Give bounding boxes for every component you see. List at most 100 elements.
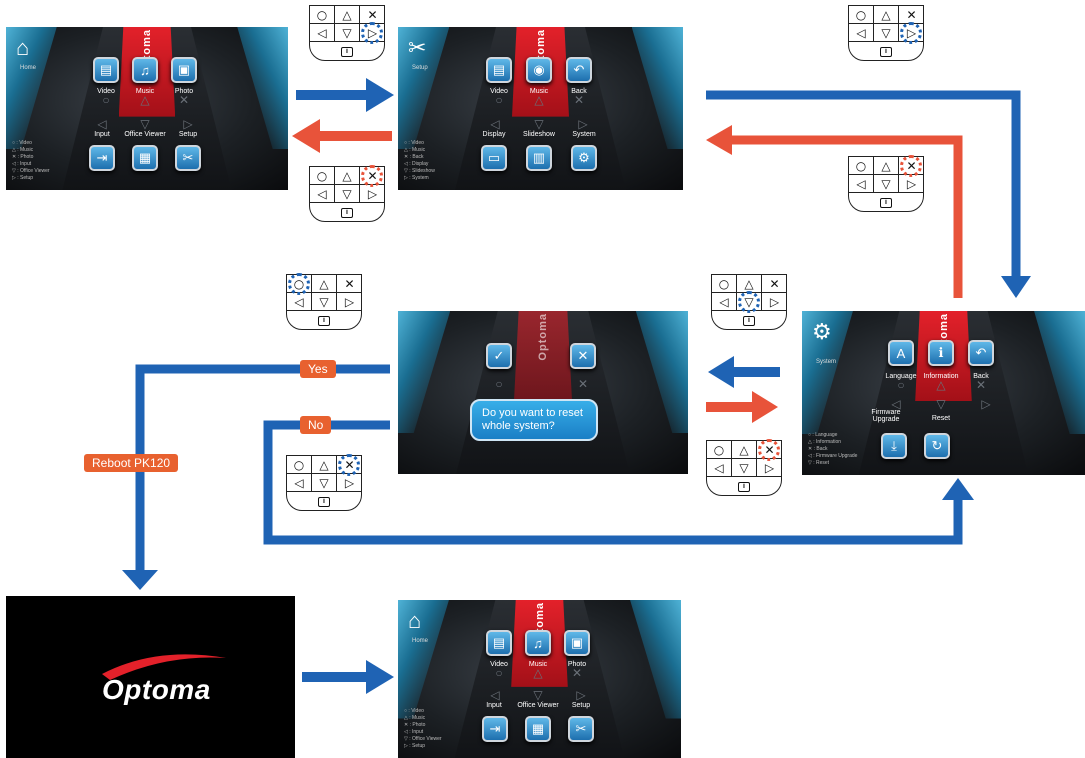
- arrow-dialog-to-system: [706, 391, 778, 423]
- keypad-yes: ○△✕ ◁▽▷ i: [286, 273, 362, 330]
- music-button[interactable]: ♫: [132, 57, 158, 83]
- display-button[interactable]: ▭: [481, 145, 507, 171]
- label-office-viewer: Office Viewer: [517, 702, 559, 709]
- info-key-icon: i: [880, 47, 892, 57]
- reset-confirm-dialog: Do you want to reset whole system?: [470, 399, 598, 441]
- keypad-key: ✕: [337, 275, 362, 293]
- keypad-key: ▷: [337, 474, 362, 492]
- keypad-down-to-reset: ○△✕ ◁▽▷ i: [711, 274, 787, 330]
- keypad-no: ○△✕ ◁▽▷ i: [286, 454, 362, 511]
- reset-button[interactable]: ↻: [924, 433, 950, 459]
- highlight-x-key: [338, 454, 360, 476]
- screen-title: Home: [20, 65, 37, 71]
- keypad-key: ▽: [874, 175, 899, 193]
- legend: ○ : Language△ : Information✕ : Back ◁ : …: [808, 432, 858, 466]
- optoma-logo-text: Optoma: [102, 674, 211, 705]
- reboot-label: Reboot PK120: [84, 454, 179, 472]
- label-music: Music: [529, 88, 549, 95]
- keypad-key: ◁: [310, 185, 335, 203]
- info-key-icon: i: [341, 47, 353, 57]
- confirm-no-button[interactable]: ✕: [570, 343, 596, 369]
- label-slideshow: Slideshow: [523, 131, 555, 138]
- video-button[interactable]: ▤: [486, 630, 512, 656]
- keypad-key: △: [335, 167, 360, 185]
- video-button[interactable]: ▤: [486, 57, 512, 83]
- legend: ○ : Video△ : Music✕ : Photo ◁ : Input▽ :…: [12, 140, 50, 181]
- info-key-icon: i: [318, 316, 330, 326]
- highlight-x-key: [361, 165, 383, 187]
- info-key-icon: i: [738, 482, 750, 492]
- keypad-key: △: [312, 275, 337, 293]
- label-video: Video: [490, 88, 508, 95]
- keypad-key: ▽: [335, 24, 360, 42]
- music-button[interactable]: ♫: [525, 630, 551, 656]
- keypad-key: ▽: [732, 459, 757, 477]
- keypad-key: ▽: [312, 293, 337, 311]
- office-viewer-button[interactable]: ▦: [525, 716, 551, 742]
- brand-label: Optoma: [537, 313, 549, 361]
- keypad-key: ◁: [707, 459, 732, 477]
- gear-icon: ⚙: [812, 319, 832, 344]
- screen-title: Home: [412, 638, 429, 644]
- label-music: Music: [528, 661, 548, 668]
- keypad-key: △: [335, 6, 360, 24]
- legend: ○ : Video△ : Music✕ : Photo ◁ : Input▽ :…: [404, 708, 442, 749]
- label-photo: Photo: [174, 88, 194, 95]
- highlight-circle-key: [288, 273, 310, 295]
- no-branch-label: No: [300, 416, 332, 434]
- keypad-right-to-setup: ○△✕ ◁▽▷ i: [309, 5, 385, 61]
- keypad-key: ○: [712, 275, 737, 293]
- language-button[interactable]: A: [888, 340, 914, 366]
- information-button[interactable]: ℹ: [928, 340, 954, 366]
- keypad-key: ◁: [849, 175, 874, 193]
- keypad-key: △: [312, 456, 337, 474]
- keypad-key: ▷: [762, 293, 787, 311]
- input-button[interactable]: ⇥: [482, 716, 508, 742]
- setup-button[interactable]: ✂: [175, 145, 201, 171]
- office-viewer-button[interactable]: ▦: [132, 145, 158, 171]
- confirm-yes-button[interactable]: ✓: [486, 343, 512, 369]
- label-back: Back: [973, 373, 989, 380]
- arrow-system-to-setup: [706, 125, 963, 298]
- keypad-key: ▽: [312, 474, 337, 492]
- input-button[interactable]: ⇥: [89, 145, 115, 171]
- label-video: Video: [490, 661, 508, 668]
- photo-button[interactable]: ▣: [564, 630, 590, 656]
- keypad-key: ▽: [335, 185, 360, 203]
- keypad-key: ◁: [712, 293, 737, 311]
- label-back: Back: [571, 88, 587, 95]
- label-video: Video: [97, 88, 115, 95]
- label-language: Language: [885, 373, 917, 380]
- highlight-right-key: [900, 22, 922, 44]
- photo-button[interactable]: ▣: [171, 57, 197, 83]
- label-music: Music: [135, 88, 155, 95]
- arrow-system-to-dialog: [708, 356, 780, 388]
- back-button[interactable]: ↶: [566, 57, 592, 83]
- highlight-down-key: [738, 291, 760, 313]
- keypad-key: △: [732, 441, 757, 459]
- system-button[interactable]: ⚙: [571, 145, 597, 171]
- arrow-setup-to-system: [706, 90, 1031, 298]
- keypad-key: △: [874, 157, 899, 175]
- setup-tools-icon: ✂: [408, 35, 427, 60]
- yes-branch-label: Yes: [300, 360, 336, 378]
- keypad-key: △: [874, 6, 899, 24]
- setup-button[interactable]: ✂: [568, 716, 594, 742]
- arrow-setup-to-home: [292, 119, 392, 153]
- music-button[interactable]: ◉: [526, 57, 552, 83]
- keypad-key: ○: [849, 157, 874, 175]
- firmware-upgrade-button[interactable]: ⤓: [881, 433, 907, 459]
- info-key-icon: i: [743, 316, 755, 326]
- video-button[interactable]: ▤: [93, 57, 119, 83]
- keypad-key: ✕: [762, 275, 787, 293]
- optoma-splash-screen: Optoma: [6, 596, 295, 758]
- home-icon: ⌂: [16, 35, 30, 60]
- slideshow-button[interactable]: ▥: [526, 145, 552, 171]
- keypad-key: ○: [310, 6, 335, 24]
- keypad-key: ○: [707, 441, 732, 459]
- screen-title: System: [816, 359, 837, 365]
- back-button[interactable]: ↶: [968, 340, 994, 366]
- keypad-back-to-system: ○△✕ ◁▽▷ i: [706, 439, 782, 496]
- highlight-x-key: [900, 155, 922, 177]
